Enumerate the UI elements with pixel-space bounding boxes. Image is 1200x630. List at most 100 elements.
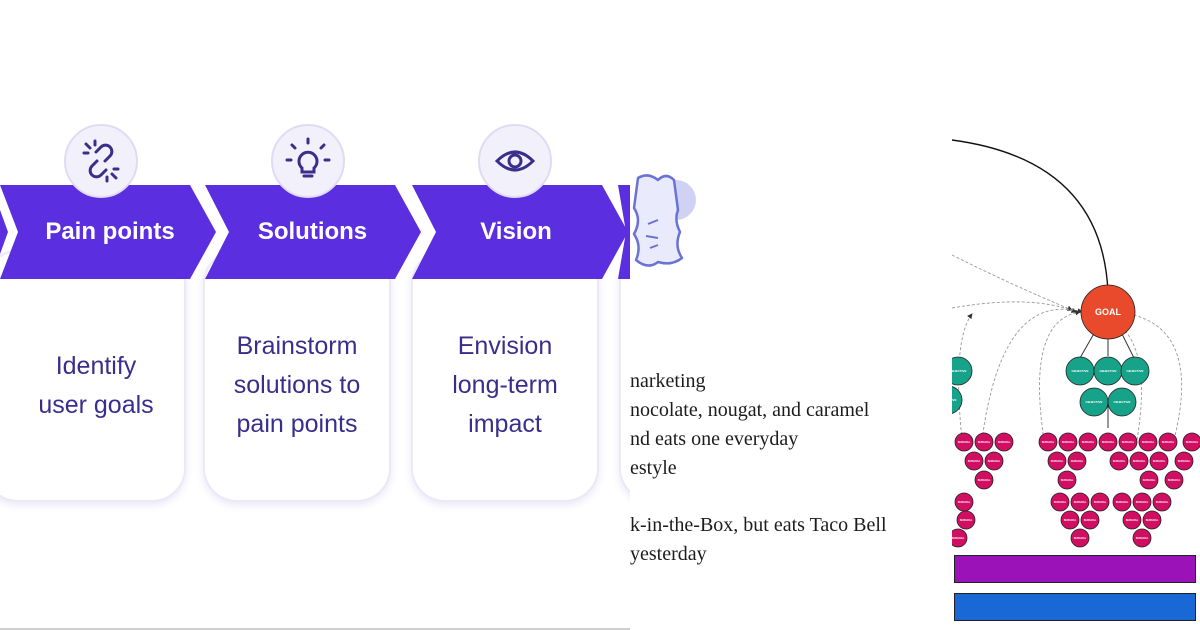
process-steps-panel: Identify user goals Brainstorm solutions… bbox=[0, 124, 630, 630]
subgoal-node: SUBGOAL bbox=[1057, 470, 1077, 490]
svg-text:SUBGOAL: SUBGOAL bbox=[1186, 441, 1199, 444]
subgoal-node: SUBGOAL bbox=[1139, 470, 1159, 490]
subgoal-node: SUBGOAL bbox=[956, 510, 976, 530]
objective-node: OBJECTIVE bbox=[952, 356, 973, 386]
blue-bar bbox=[954, 593, 1196, 621]
step-banner-pain-points bbox=[0, 185, 216, 279]
svg-text:SUBGOAL: SUBGOAL bbox=[1178, 460, 1191, 463]
subgoal-node: SUBGOAL bbox=[954, 432, 974, 452]
svg-text:SUBGOAL: SUBGOAL bbox=[1153, 460, 1166, 463]
svg-text:SUBGOAL: SUBGOAL bbox=[1122, 441, 1135, 444]
subgoal-node: SUBGOAL bbox=[1112, 492, 1132, 512]
svg-text:SUBGOAL: SUBGOAL bbox=[1074, 537, 1087, 540]
svg-text:OBJECTIVE: OBJECTIVE bbox=[952, 398, 957, 402]
persona-line: estyle bbox=[630, 457, 677, 479]
bottom-divider bbox=[0, 628, 630, 630]
svg-text:SUBGOAL: SUBGOAL bbox=[1082, 441, 1095, 444]
svg-text:OBJECTIVE: OBJECTIVE bbox=[952, 369, 967, 373]
subgoal-node: SUBGOAL bbox=[974, 470, 994, 490]
purple-bar bbox=[954, 555, 1196, 583]
step-card-solutions: Brainstorm solutions to pain points bbox=[203, 250, 391, 502]
subgoal-node: SUBGOAL bbox=[1152, 492, 1172, 512]
step-description: Brainstorm solutions to pain points bbox=[233, 332, 361, 438]
svg-text:OBJECTIVE: OBJECTIVE bbox=[1113, 400, 1130, 404]
svg-text:SUBGOAL: SUBGOAL bbox=[1136, 537, 1149, 540]
svg-text:SUBGOAL: SUBGOAL bbox=[1062, 441, 1075, 444]
subgoal-node: SUBGOAL bbox=[1050, 492, 1070, 512]
svg-text:SUBGOAL: SUBGOAL bbox=[1094, 501, 1107, 504]
subgoal-node: SUBGOAL bbox=[1164, 470, 1184, 490]
svg-text:SUBGOAL: SUBGOAL bbox=[1136, 501, 1149, 504]
persona-line: k-in-the-Box, but eats Taco Bell bbox=[630, 514, 887, 536]
subgoal-node: SUBGOAL bbox=[1080, 510, 1100, 530]
objective-node: OBJECTIVE bbox=[1120, 356, 1150, 386]
subgoal-node: SUBGOAL bbox=[974, 432, 994, 452]
step-banner-vision bbox=[412, 185, 628, 279]
subgoal-node: SUBGOAL bbox=[1118, 432, 1138, 452]
step-card-next bbox=[619, 250, 630, 502]
subgoal-node: SUBGOAL bbox=[1149, 451, 1169, 471]
subgoal-node: SUBGOAL bbox=[1070, 492, 1090, 512]
objective-node: OBJECTIVE bbox=[1107, 387, 1137, 417]
svg-text:SUBGOAL: SUBGOAL bbox=[1051, 460, 1064, 463]
persona-notes-panel: narketing nocolate, nougat, and caramel … bbox=[630, 0, 952, 630]
svg-text:SUBGOAL: SUBGOAL bbox=[1133, 460, 1146, 463]
svg-text:SUBGOAL: SUBGOAL bbox=[1084, 519, 1097, 522]
step-description: Envision long-term impact bbox=[452, 332, 558, 438]
sketch-doodle-icon bbox=[632, 174, 696, 267]
step-banner-solutions bbox=[205, 185, 421, 279]
svg-text:SUBGOAL: SUBGOAL bbox=[998, 441, 1011, 444]
svg-text:SUBGOAL: SUBGOAL bbox=[958, 501, 971, 504]
step-label: Pain points bbox=[45, 218, 175, 245]
subgoal-node: SUBGOAL bbox=[1132, 492, 1152, 512]
step-card-vision: Envision long-term impact bbox=[411, 250, 599, 502]
svg-text:SUBGOAL: SUBGOAL bbox=[978, 479, 991, 482]
svg-text:OBJECTIVE: OBJECTIVE bbox=[1126, 369, 1143, 373]
subgoal-node: SUBGOAL bbox=[1067, 451, 1087, 471]
subgoal-node: SUBGOAL bbox=[1122, 510, 1142, 530]
persona-line: narketing bbox=[630, 370, 706, 392]
subgoal-node: SUBGOAL bbox=[952, 528, 968, 548]
svg-text:SUBGOAL: SUBGOAL bbox=[952, 537, 965, 540]
svg-text:SUBGOAL: SUBGOAL bbox=[1168, 479, 1181, 482]
svg-text:SUBGOAL: SUBGOAL bbox=[1102, 441, 1115, 444]
svg-text:SUBGOAL: SUBGOAL bbox=[1126, 519, 1139, 522]
persona-line: yesterday bbox=[630, 543, 707, 565]
svg-text:SUBGOAL: SUBGOAL bbox=[978, 441, 991, 444]
step-banner-previous bbox=[0, 209, 8, 255]
subgoal-node: SUBGOAL bbox=[1174, 451, 1194, 471]
subgoal-node: SUBGOAL bbox=[1158, 432, 1178, 452]
step-icon-circle bbox=[478, 124, 552, 198]
persona-line: nocolate, nougat, and caramel bbox=[630, 399, 870, 421]
subgoal-node: SUBGOAL bbox=[1038, 432, 1058, 452]
objective-node: OBJECTIVE bbox=[1093, 356, 1123, 386]
step-label: Solutions bbox=[257, 218, 368, 245]
objective-node: OBJECTIVE bbox=[1079, 387, 1109, 417]
svg-text:SUBGOAL: SUBGOAL bbox=[1162, 441, 1175, 444]
svg-text:SUBGOAL: SUBGOAL bbox=[1061, 479, 1074, 482]
subgoal-node: SUBGOAL bbox=[1060, 510, 1080, 530]
step-icon-circle bbox=[64, 124, 138, 198]
svg-text:SUBGOAL: SUBGOAL bbox=[1054, 501, 1067, 504]
svg-text:SUBGOAL: SUBGOAL bbox=[1064, 519, 1077, 522]
svg-text:SUBGOAL: SUBGOAL bbox=[1071, 460, 1084, 463]
lightbulb-icon bbox=[285, 137, 331, 178]
subgoal-node: SUBGOAL bbox=[1058, 432, 1078, 452]
svg-text:SUBGOAL: SUBGOAL bbox=[1142, 441, 1155, 444]
objective-node: OBJECTIVE bbox=[952, 386, 963, 414]
subgoal-node: SUBGOAL bbox=[1142, 510, 1162, 530]
subgoal-node: SUBGOAL bbox=[1132, 528, 1152, 548]
step-card-pain-points: Identify user goals bbox=[0, 250, 186, 502]
svg-text:SUBGOAL: SUBGOAL bbox=[958, 441, 971, 444]
svg-text:OBJECTIVE: OBJECTIVE bbox=[1085, 400, 1102, 404]
svg-text:SUBGOAL: SUBGOAL bbox=[988, 460, 1001, 463]
step-label: Vision bbox=[480, 218, 552, 245]
subgoal-node: SUBGOAL bbox=[1047, 451, 1067, 471]
step-banner-next bbox=[618, 185, 630, 279]
subgoal-node: SUBGOAL bbox=[984, 451, 1004, 471]
svg-text:SUBGOAL: SUBGOAL bbox=[1146, 519, 1159, 522]
svg-text:GOAL: GOAL bbox=[1095, 307, 1122, 317]
svg-text:SUBGOAL: SUBGOAL bbox=[1113, 460, 1126, 463]
subgoal-node: SUBGOAL bbox=[1070, 528, 1090, 548]
